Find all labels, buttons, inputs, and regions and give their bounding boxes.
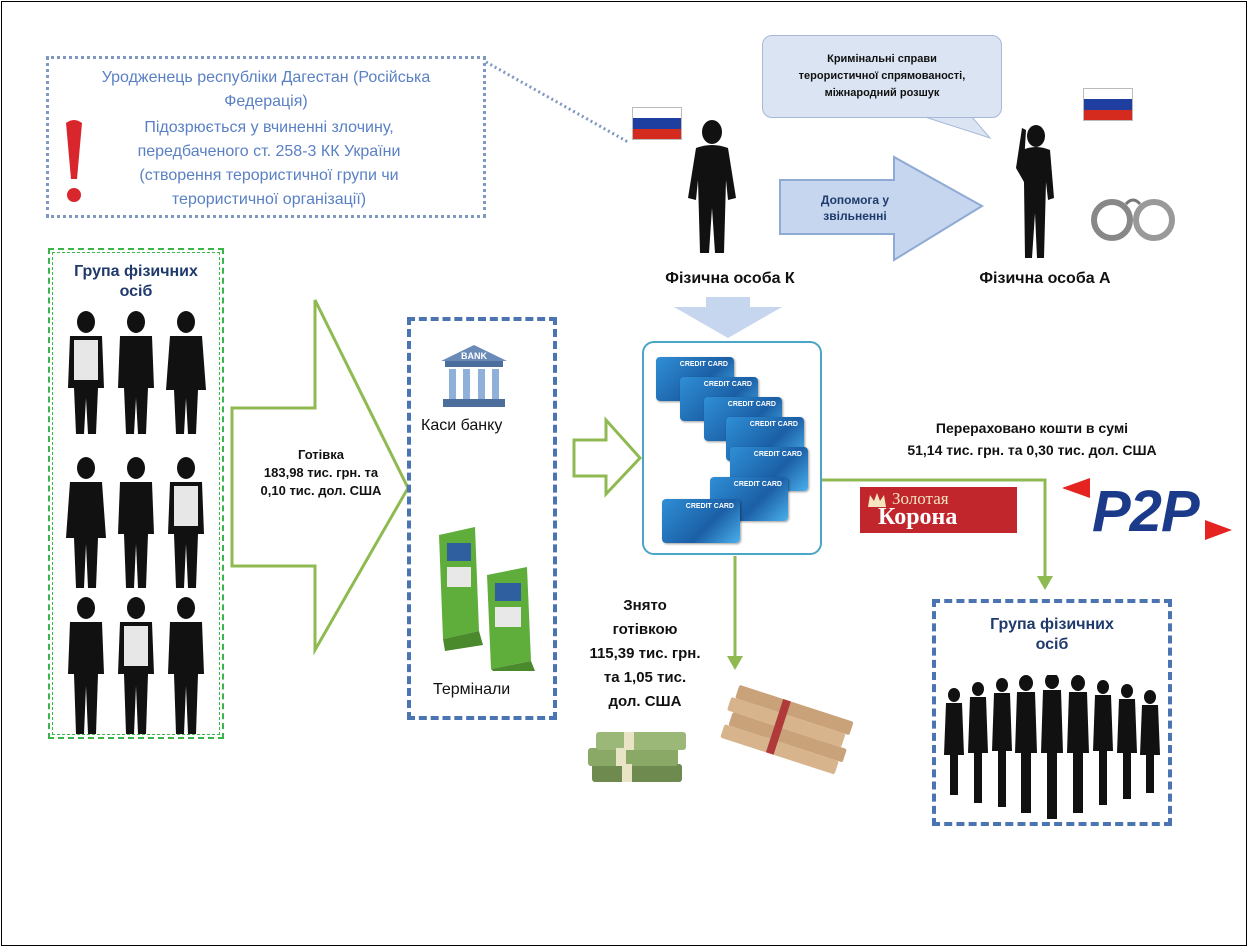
bubble-line-2: терористичної спрямованості,	[798, 70, 966, 82]
withdrawn-line-2: готівкою	[612, 621, 678, 638]
credit-card-label: CREDIT CARD	[749, 421, 798, 428]
transfer-line-2: 51,14 тис. грн. та 0,30 тис. дол. США	[907, 442, 1157, 458]
russia-flag-a	[1083, 88, 1133, 121]
zk-top-text: Золотая	[892, 489, 949, 508]
exclamation-icon	[66, 120, 82, 202]
credit-card-label: CREDIT CARD	[733, 481, 782, 488]
right-group-line-1: Група фізичних	[990, 616, 1114, 633]
zk-bottom-text: Корона	[878, 504, 958, 530]
withdrawn-line-5: дол. США	[608, 693, 682, 710]
person-k-label: Фізична особа К	[665, 270, 795, 287]
transfer-arrowhead	[1037, 576, 1053, 590]
person-a-label: Фізична особа А	[979, 270, 1111, 287]
p2p-arrow-left	[1062, 478, 1090, 498]
bank-terminals-box: BANK Каси банку Термінали	[407, 317, 557, 720]
help-arrow	[779, 155, 984, 262]
zolotaya-korona-logo: Золотая Корона	[860, 487, 1017, 533]
handcuffs-icon	[1091, 198, 1175, 241]
left-group-silhouettes	[66, 311, 206, 734]
withdraw-arrowhead	[727, 656, 743, 670]
bank-sign-text: BANK	[461, 351, 487, 361]
credit-card-label: CREDIT CARD	[703, 381, 752, 388]
cash-arrow	[230, 299, 410, 656]
info-line-2: Федерація)	[224, 93, 308, 110]
credit-cards-box: CREDIT CARD CREDIT CARD CREDIT CARD CRED…	[642, 341, 822, 555]
info-line-4: передбаченого ст. 258-3 КК України	[137, 143, 401, 160]
p2p-arrow-right	[1205, 520, 1232, 540]
help-line-1: Допомога у	[820, 193, 890, 207]
criminal-cases-bubble: Кримінальні справи терористичної спрямов…	[762, 35, 1002, 118]
terminals-label: Термінали	[433, 681, 511, 698]
info-connector	[485, 60, 629, 144]
credit-card-label: CREDIT CARD	[727, 401, 776, 408]
transfer-line	[822, 478, 1047, 580]
credit-card-7: CREDIT CARD	[662, 499, 740, 543]
right-group-line-2: осіб	[1035, 636, 1069, 653]
left-group-box: Група фізичних осіб	[48, 248, 224, 739]
bubble-line-1: Кримінальні справи	[827, 53, 937, 65]
right-group-silhouettes	[944, 675, 1160, 819]
russia-flag-k	[632, 107, 682, 140]
cash-line-1: Готівка	[297, 447, 345, 462]
person-k-silhouette	[688, 120, 736, 253]
help-line-2: звільненні	[823, 209, 887, 223]
deposit-arrow	[572, 416, 643, 498]
left-group-line-1: Група фізичних	[74, 263, 198, 280]
p2p-text: P2P	[1092, 479, 1200, 544]
info-line-6: терористичної організації)	[171, 191, 367, 208]
bank-label: Каси банку	[421, 417, 503, 434]
cash-line-3: 0,10 тис. дол. США	[260, 483, 382, 498]
transfer-line-1: Перераховано кошти в сумі	[935, 420, 1129, 436]
suspect-info-box: Уродженець республіки Дагестан (Російськ…	[46, 56, 486, 218]
bank-icon: BANK	[441, 345, 507, 407]
crown-icon	[868, 493, 886, 507]
help-arrow-text: Допомога у звільненні	[800, 192, 910, 224]
bubble-line-3: міжнародний розшук	[824, 87, 940, 99]
transfer-text: Перераховано кошти в сумі 51,14 тис. грн…	[842, 417, 1222, 461]
hryvnia-bundles-icon	[720, 685, 854, 775]
withdrawn-line-1: Знято	[623, 597, 667, 614]
credit-card-label: CREDIT CARD	[753, 451, 802, 458]
info-line-3: Підозрюється у вчиненні злочину,	[144, 119, 394, 136]
cash-line-2: 183,98 тис. грн. та	[263, 465, 379, 480]
left-group-title: Група фізичних осіб	[50, 262, 222, 302]
withdrawn-text: Знято готівкою 115,39 тис. грн. та 1,05 …	[570, 594, 720, 714]
p2p-logo: P2P	[1062, 479, 1230, 544]
credit-card-label: CREDIT CARD	[685, 503, 734, 510]
terminals-icon	[439, 527, 535, 671]
right-group-box: Група фізичних осіб	[932, 599, 1172, 826]
person-a-silhouette	[1016, 125, 1054, 258]
left-group-line-2: осіб	[119, 283, 153, 300]
withdrawn-line-4: та 1,05 тис.	[603, 669, 687, 686]
credit-card-label: CREDIT CARD	[679, 361, 728, 368]
dollar-bundles-icon	[588, 732, 686, 782]
cash-arrow-text: Готівка 183,98 тис. грн. та 0,10 тис. до…	[236, 446, 406, 500]
info-line-1: Уродженець республіки Дагестан (Російськ…	[101, 69, 431, 86]
withdrawn-line-3: 115,39 тис. грн.	[589, 645, 701, 662]
right-group-title: Група фізичних осіб	[936, 615, 1168, 655]
bubble-tail	[924, 116, 992, 140]
info-line-5: (створення терористичної групи чи	[139, 167, 399, 184]
k-to-cards-arrow	[674, 297, 782, 338]
